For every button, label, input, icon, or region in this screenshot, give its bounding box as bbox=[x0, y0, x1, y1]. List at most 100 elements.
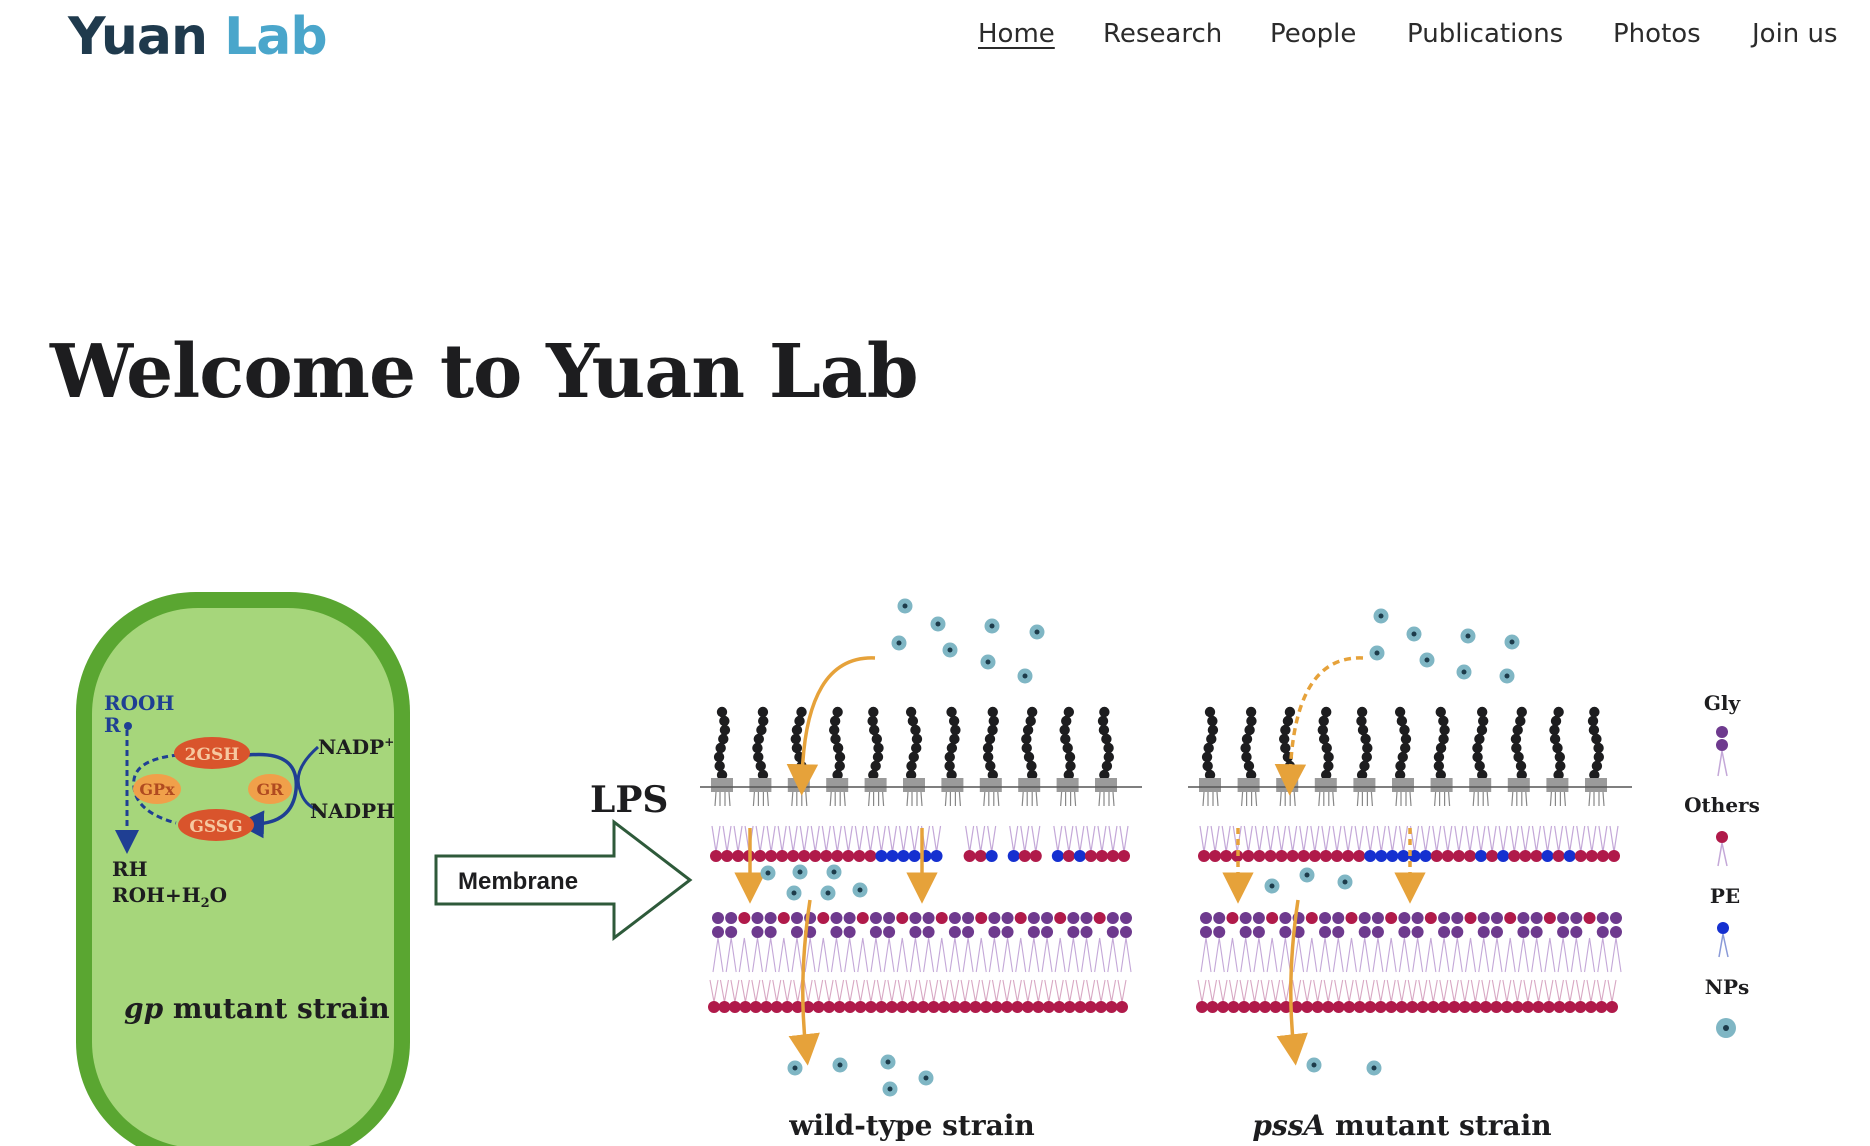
lipid-head bbox=[897, 850, 910, 862]
inner-tail-top bbox=[817, 937, 829, 973]
lps-bead bbox=[1098, 724, 1110, 736]
inner-tail-top bbox=[1226, 937, 1238, 973]
np-core bbox=[985, 659, 991, 665]
np-cytoplasm-arrow bbox=[1276, 899, 1308, 1066]
lps-bead bbox=[1477, 769, 1488, 781]
inner-head-bottom bbox=[948, 1001, 961, 1013]
nav-home[interactable]: Home bbox=[978, 19, 1055, 49]
lps-bead bbox=[1026, 760, 1037, 772]
lps-tail bbox=[1472, 791, 1489, 807]
inner-head-bottom bbox=[1042, 1001, 1055, 1013]
lipid-tail bbox=[1354, 825, 1364, 853]
inner-head-top-2 bbox=[790, 926, 803, 938]
inner-tail-top bbox=[1372, 937, 1384, 973]
lps-bead bbox=[1203, 742, 1214, 754]
lps-tail bbox=[829, 791, 846, 807]
site-logo[interactable]: Yuan Lab bbox=[68, 4, 328, 70]
inner-head-bottom bbox=[1343, 1001, 1356, 1013]
lipid-tail bbox=[1210, 825, 1220, 853]
legend-pe-tail bbox=[1718, 933, 1729, 958]
inner-head-top bbox=[1424, 912, 1437, 924]
inner-head-bottom bbox=[917, 1001, 930, 1013]
lipid-tail bbox=[1254, 825, 1265, 853]
lipid-tail bbox=[1276, 825, 1287, 853]
lps-tail bbox=[714, 791, 731, 807]
legend-others-head bbox=[1716, 831, 1728, 843]
lipid-tail bbox=[1031, 825, 1041, 853]
lipid-head bbox=[1018, 850, 1031, 862]
lps-bead bbox=[1549, 733, 1561, 745]
legend-others-tail bbox=[1717, 842, 1728, 867]
inner-head-top-2 bbox=[1358, 926, 1371, 938]
inner-head-top bbox=[1398, 912, 1411, 924]
inner-head-bottom bbox=[1227, 1001, 1240, 1013]
np-entry-arrow bbox=[1274, 656, 1364, 796]
lps-bead bbox=[1593, 742, 1604, 754]
lps-bead bbox=[1323, 751, 1334, 763]
gssg-label: GSSG bbox=[189, 817, 242, 837]
lps-core bbox=[749, 778, 772, 792]
lps-bead bbox=[1589, 769, 1600, 781]
inner-head-top bbox=[817, 912, 830, 924]
inner-tail-bottom bbox=[803, 979, 813, 1003]
nav-photos[interactable]: Photos bbox=[1613, 19, 1701, 49]
inner-head-top bbox=[1054, 912, 1067, 924]
lipid-head bbox=[974, 850, 987, 862]
lps-bead bbox=[1359, 760, 1370, 772]
inner-head-top-2 bbox=[909, 926, 922, 938]
lps-bead bbox=[1435, 769, 1447, 781]
lps-bead bbox=[1280, 724, 1291, 736]
lipid-tail bbox=[843, 825, 853, 853]
inner-head-top bbox=[1610, 912, 1622, 924]
lps-bead bbox=[790, 733, 802, 745]
lps-bead bbox=[791, 724, 803, 736]
nav-research[interactable]: Research bbox=[1103, 19, 1223, 49]
lps-bead bbox=[1555, 760, 1566, 772]
lipid-tail bbox=[1454, 825, 1464, 853]
lps-bead bbox=[714, 760, 725, 772]
lps-bead bbox=[1321, 706, 1332, 718]
lps-core bbox=[1507, 778, 1530, 792]
lps-bead bbox=[1587, 715, 1599, 727]
nav-people[interactable]: People bbox=[1270, 19, 1357, 49]
inner-head-top bbox=[1543, 912, 1556, 924]
cell-inner bbox=[92, 608, 394, 1146]
lps-bead bbox=[1394, 706, 1406, 718]
lipid-head bbox=[1220, 850, 1233, 862]
nadph-arrow bbox=[296, 745, 319, 812]
radical-dot bbox=[124, 722, 132, 730]
inner-head-top bbox=[1345, 912, 1358, 924]
gpx-node bbox=[133, 774, 181, 804]
lps-bead bbox=[834, 760, 845, 772]
inner-head-top bbox=[1438, 912, 1451, 924]
inner-head-bottom bbox=[1116, 1001, 1128, 1013]
nadph-label: NADPH bbox=[310, 799, 395, 823]
inner-tail-bottom bbox=[772, 979, 782, 1003]
inner-head-bottom bbox=[1511, 1001, 1524, 1013]
inner-head-bottom bbox=[812, 1001, 825, 1013]
lps-bead bbox=[1099, 769, 1110, 781]
lipid-head bbox=[1386, 850, 1399, 862]
inner-tail-top bbox=[870, 937, 882, 973]
nav-publications[interactable]: Publications bbox=[1407, 19, 1564, 49]
np-core bbox=[1504, 673, 1510, 679]
lipid-head bbox=[1242, 850, 1255, 862]
np-core bbox=[1304, 872, 1310, 878]
lipid-head bbox=[886, 850, 899, 862]
inner-tail-bottom bbox=[1502, 979, 1512, 1003]
inner-head-top bbox=[1200, 912, 1212, 924]
lps-bead bbox=[1026, 706, 1038, 718]
lps-tail bbox=[1241, 791, 1258, 807]
lps-bead bbox=[982, 751, 994, 763]
inner-head-top-2 bbox=[922, 926, 935, 938]
nav-join-us[interactable]: Join us bbox=[1752, 19, 1838, 49]
lps-bead bbox=[1021, 742, 1032, 754]
inner-head-top bbox=[1504, 912, 1517, 924]
inner-tail-bottom bbox=[793, 979, 803, 1003]
lps-bead bbox=[1240, 742, 1251, 754]
lps-bead bbox=[1516, 706, 1527, 718]
lipid-tail bbox=[1108, 825, 1118, 853]
inner-tail-top bbox=[988, 937, 1000, 973]
inner-head-bottom bbox=[739, 1001, 752, 1013]
inner-head-top bbox=[738, 912, 751, 924]
